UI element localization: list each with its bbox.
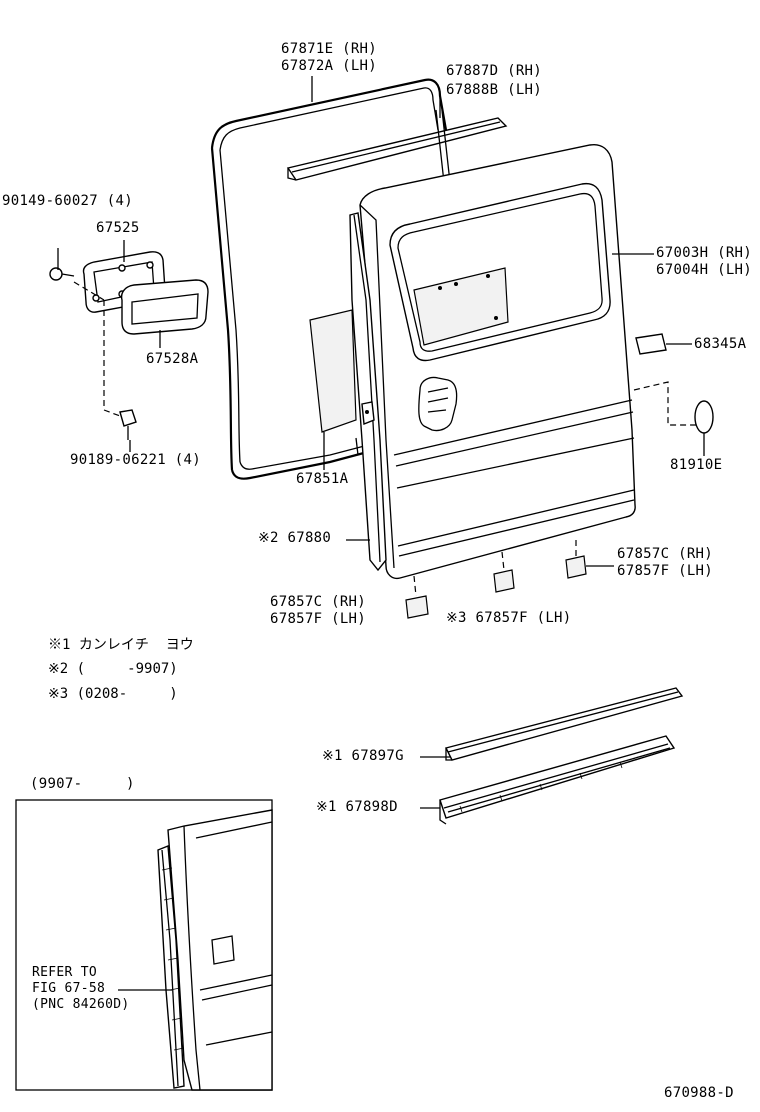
run-channel-67887D [286,117,508,181]
label-67857C-rh-left: 67857C (RH) [270,594,367,610]
label-67872A: 67872A (LH) [281,58,378,74]
label-67880: ※2 67880 [258,530,332,546]
label-67004H: 67004H (LH) [656,262,753,278]
panel-67851A [309,309,359,456]
label-67525: 67525 [96,220,140,236]
screw-90149 [49,248,75,281]
label-67528A: 67528A [146,351,199,367]
label-67851A: 67851A [296,471,349,487]
label-90149: 90149-60027 (4) [2,193,133,209]
label-67871E: 67871E (RH) [281,41,378,57]
note-3: ※3 (0208- ) [48,686,178,702]
label-67898D: ※1 67898D [316,799,398,815]
part-81910E [694,400,714,456]
label-67857F-note3: ※3 67857F (LH) [446,610,572,626]
inset-ref-line1: REFER TO [32,965,98,980]
diagram-id: 670988-D [664,1085,734,1101]
part-68345A [635,333,692,355]
label-67003H: 67003H (RH) [656,245,753,261]
inset-ref-line3: (PNC 84260D) [32,997,130,1012]
seal-67880 [349,212,387,572]
label-67857C-rh-right: 67857C (RH) [617,546,714,562]
label-67897G: ※1 67897G [322,748,404,764]
inset-title: (9907- ) [30,776,135,792]
protector-pads [405,540,587,619]
note-2: ※2 ( -9907) [48,661,178,677]
clip-90189 [119,409,137,440]
molding-67898D [439,735,676,825]
inset-ref-line2: FIG 67-58 [32,981,106,996]
label-67857F-lh-right: 67857F (LH) [617,563,714,579]
label-67888B: 67888B (LH) [446,82,543,98]
door-panel-67003H [359,143,636,580]
label-68345A: 68345A [694,336,747,352]
label-90189: 90189-06221 (4) [70,452,201,468]
cover-67528A [120,279,209,335]
label-67887D: 67887D (RH) [446,63,543,79]
molding-67897G [444,687,684,761]
label-67857F-lh-left: 67857F (LH) [270,611,367,627]
label-81910E: 81910E [670,457,723,473]
lock-bracket [361,401,375,425]
inset-box [15,799,273,1091]
note-1: ※1 カンレイチ ヨウ [48,637,194,653]
leader-lines [123,76,654,809]
weatherstrip-67871E [210,78,448,480]
